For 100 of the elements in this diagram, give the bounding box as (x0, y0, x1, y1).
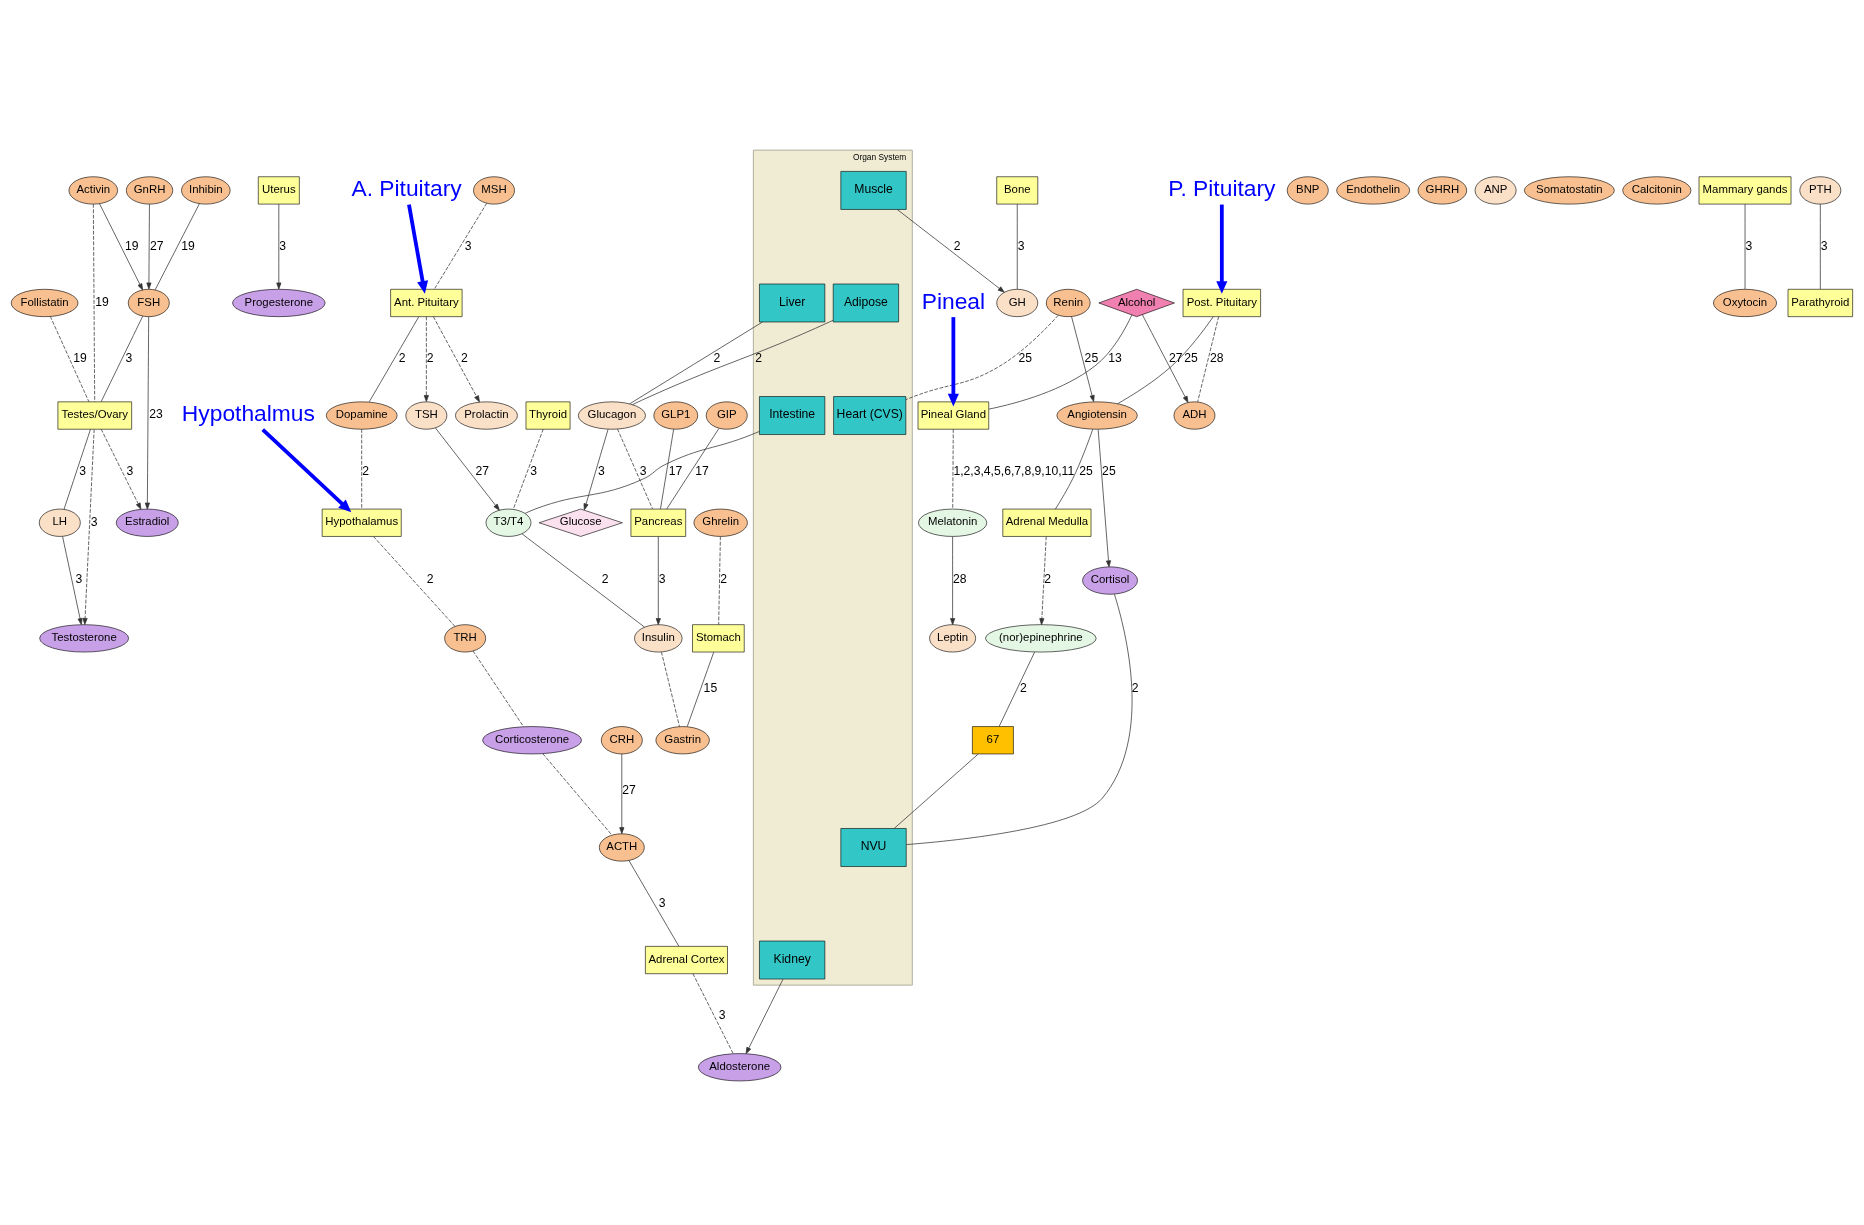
node-text: Hypothalmus (181, 400, 315, 427)
node-box: Liver (759, 283, 826, 323)
node-ellipse: PTH (1799, 176, 1842, 205)
node-ellipse: Gastrin (655, 726, 710, 755)
node-ellipse: Aldosterone (698, 1053, 782, 1082)
connector (1197, 316, 1219, 403)
node-ellipse: Oxytocin (1713, 289, 1777, 317)
connector (1055, 428, 1094, 510)
connector (154, 203, 200, 291)
node-ellipse: Insulin (634, 624, 683, 653)
connector (661, 651, 680, 727)
arrow (950, 536, 956, 626)
edge-label: 3 (1820, 238, 1828, 253)
edge-label: 28 (953, 572, 967, 587)
connector (660, 428, 675, 510)
connector (524, 431, 760, 514)
node-ellipse: BNP (1286, 176, 1329, 205)
connector (686, 651, 715, 728)
node-ellipse: Testosterone (39, 624, 129, 653)
edge-label: 2 (426, 351, 434, 366)
node-box: 67 (972, 726, 1014, 755)
node-box: Adrenal Medulla (1002, 508, 1092, 537)
node-ellipse: Renin (1045, 289, 1091, 317)
edge-label: 3 (639, 463, 647, 478)
node-box: Post. Pituitary (1182, 289, 1261, 317)
edge-label: 3 (90, 514, 98, 529)
edge-label: 1,2,3,4,5,6,7,8,9,10,11 (953, 463, 1075, 478)
node-box: Pancreas (630, 508, 686, 537)
edge-label: 19 (73, 351, 87, 366)
connector (718, 536, 721, 626)
connector (1016, 203, 1018, 290)
node-box: Pineal Gland (917, 401, 990, 430)
node-ellipse: Glucagon (578, 401, 646, 430)
connector (952, 428, 954, 510)
connector (998, 651, 1036, 727)
edge-label: 13 (1108, 351, 1122, 366)
arrow (99, 203, 143, 291)
arrow (655, 536, 661, 626)
node-box: Bone (996, 176, 1039, 205)
node-ellipse: ADH (1173, 401, 1216, 430)
connector (629, 321, 763, 405)
node-ellipse: T3/T4 (485, 508, 532, 537)
node-ellipse: Endothelin (1336, 176, 1410, 205)
node-text: P. Pituitary (1168, 175, 1276, 202)
node-diamond: Glucose (538, 508, 623, 537)
arrow (619, 753, 625, 835)
node-ellipse: Inhibin (181, 176, 231, 205)
arrow (947, 317, 959, 407)
node-ellipse: LH (38, 508, 81, 537)
arrow (62, 536, 83, 625)
node-ellipse: Corticosterone (482, 726, 582, 755)
edge-label: 19 (95, 294, 109, 309)
arrow (1071, 316, 1095, 402)
node-box: Adrenal Cortex (645, 946, 728, 975)
edge-label: 2 (461, 351, 468, 366)
connector (521, 533, 645, 628)
arrow (1216, 204, 1228, 294)
node-box: Uterus (258, 176, 300, 205)
edge-label: 25 (1079, 463, 1093, 478)
connector (1819, 203, 1821, 290)
edge-label: 27 (622, 783, 636, 798)
arrow (276, 203, 282, 290)
edge-label: 2 (755, 351, 763, 366)
arrow (745, 978, 784, 1054)
node-box: Parathyroid (1787, 289, 1853, 317)
node-ellipse: Activin (68, 176, 118, 205)
node-ellipse: MSH (473, 176, 515, 205)
connector (906, 593, 1133, 845)
node-ellipse: Leptin (929, 624, 976, 653)
node-ellipse: TSH (405, 401, 448, 430)
node-ellipse: (nor)epinephrine (985, 624, 1097, 653)
connector (617, 428, 653, 510)
edge-label: 27 (475, 463, 490, 478)
node-ellipse: Prolactin (455, 401, 518, 430)
edge-label: 25 (1084, 351, 1099, 366)
arrow (261, 428, 352, 513)
edge-label: 3 (658, 895, 666, 910)
node-box: Ant. Pituitary (390, 289, 463, 317)
edge-label: 15 (703, 681, 718, 696)
edge-label: 23 (149, 407, 163, 422)
node-ellipse: Melatonin (918, 508, 988, 537)
connector (628, 860, 680, 947)
edge-label: 3 (464, 238, 472, 253)
connector (361, 428, 363, 510)
edge-label: 2 (601, 572, 609, 587)
arrow (1039, 536, 1047, 626)
edge-label: 3 (75, 572, 83, 587)
node-ellipse: GH (996, 289, 1039, 317)
connector (1117, 316, 1214, 405)
edge-label: 3 (125, 351, 133, 366)
edge-label: 2 (1019, 681, 1027, 696)
node-ellipse: Dopamine (326, 401, 398, 430)
arrow (435, 427, 500, 511)
edge-label: 3 (1017, 238, 1025, 253)
connector (63, 428, 91, 510)
node-ellipse: Progesterone (232, 289, 326, 317)
edge-label: 2 (713, 351, 721, 366)
node-box: NVU (840, 828, 907, 867)
connector (632, 319, 834, 405)
edge-label: 27 (150, 238, 164, 253)
